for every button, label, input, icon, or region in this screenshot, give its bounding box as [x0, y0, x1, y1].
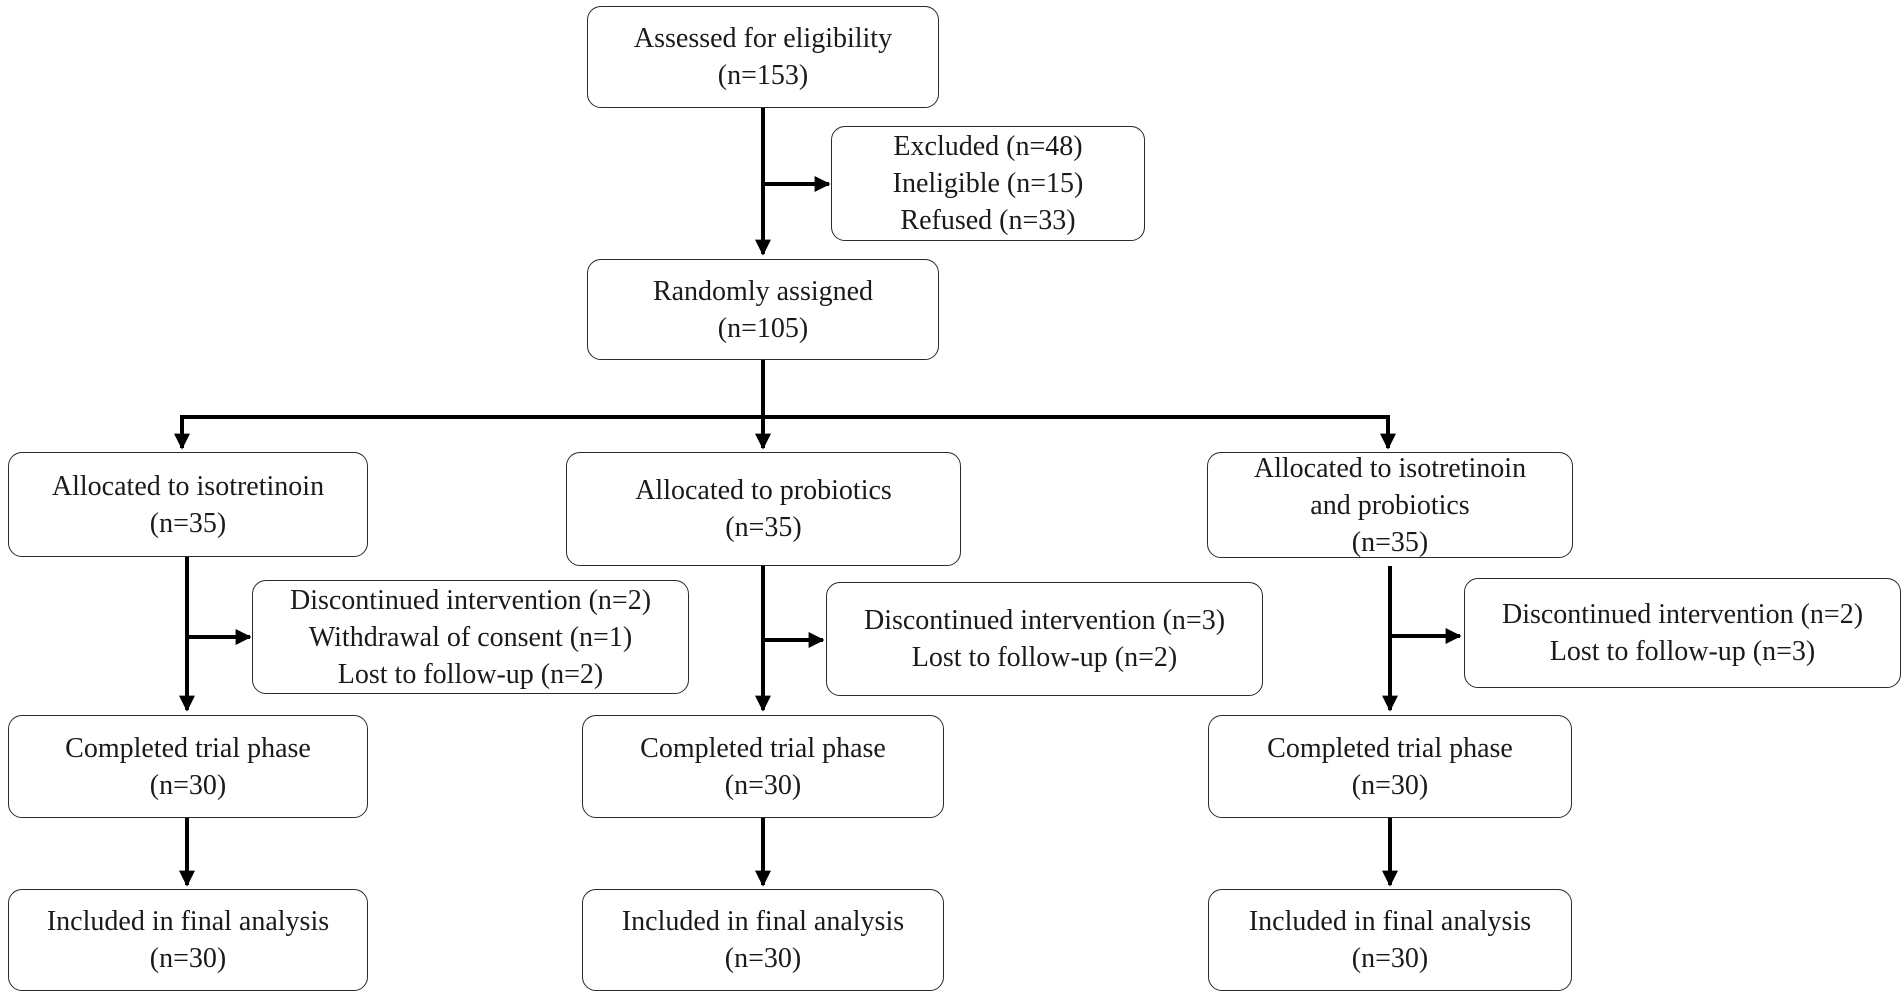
- arm1-discontinued-line: Discontinued intervention (n=2): [289, 584, 652, 616]
- excluded-ineligible: Ineligible (n=15): [892, 168, 1084, 199]
- arm1-analysis-title: Included in final analysis: [46, 906, 330, 937]
- arm2-allocated-label: Allocated to probiotics: [635, 475, 892, 506]
- arm3-lost-line: Lost to follow-up (n=3): [1549, 636, 1816, 667]
- arm1-completed-count: (n=30): [149, 769, 227, 801]
- randomized-count: (n=105): [717, 312, 809, 344]
- arm2-analysis-box: Included in final analysis (n=30): [582, 889, 944, 991]
- arm1-allocated-label: Allocated to isotretinoin: [51, 470, 325, 502]
- arm2-discontinued-box: Discontinued intervention (n=3) Lost to …: [826, 582, 1263, 696]
- arm1-allocated-count: (n=35): [149, 507, 227, 539]
- excluded-box: Excluded (n=48) Ineligible (n=15) Refuse…: [831, 126, 1145, 241]
- arm1-analysis-box: Included in final analysis (n=30): [8, 889, 368, 991]
- arm2-analysis-count: (n=30): [724, 943, 802, 974]
- arm2-completed-box: Completed trial phase (n=30): [582, 715, 944, 818]
- arm3-allocated-box: Allocated to isotretinoin and probiotics…: [1207, 452, 1573, 558]
- arm3-analysis-title: Included in final analysis: [1248, 906, 1532, 937]
- arm2-completed-title: Completed trial phase: [640, 732, 886, 764]
- randomized-box: Randomly assigned (n=105): [587, 259, 939, 360]
- randomized-title: Randomly assigned: [652, 275, 874, 307]
- arm1-lost-line: Lost to follow-up (n=2): [337, 658, 604, 690]
- screening-box: Assessed for eligibility (n=153): [587, 6, 939, 108]
- arm3-analysis-count: (n=30): [1351, 943, 1429, 974]
- arm3-completed-title: Completed trial phase: [1267, 732, 1513, 764]
- arm2-allocated-count: (n=35): [725, 512, 802, 543]
- arm3-allocated-count: (n=35): [1351, 526, 1429, 558]
- arm2-discontinued-line: Discontinued intervention (n=3): [863, 605, 1226, 636]
- arm3-discontinued-line: Discontinued intervention (n=2): [1501, 599, 1864, 630]
- arm1-withdrawal-line: Withdrawal of consent (n=1): [308, 621, 633, 653]
- arm1-completed-title: Completed trial phase: [65, 732, 311, 764]
- arm3-analysis-box: Included in final analysis (n=30): [1208, 889, 1572, 991]
- arm1-allocated-box: Allocated to isotretinoin (n=35): [8, 452, 368, 557]
- arm3-allocated-label-2: and probiotics: [1310, 489, 1470, 521]
- arm3-completed-box: Completed trial phase (n=30): [1208, 715, 1572, 818]
- arm2-lost-line: Lost to follow-up (n=2): [911, 642, 1178, 673]
- arm3-allocated-label: Allocated to isotretinoin: [1253, 452, 1527, 484]
- arm1-discontinued-box: Discontinued intervention (n=2) Withdraw…: [252, 580, 689, 694]
- excluded-total: Excluded (n=48): [893, 131, 1083, 162]
- arm2-completed-count: (n=30): [724, 769, 802, 801]
- arm2-analysis-title: Included in final analysis: [621, 906, 905, 937]
- excluded-refused: Refused (n=33): [900, 205, 1076, 236]
- arm2-allocated-box: Allocated to probiotics (n=35): [566, 452, 961, 566]
- arm1-completed-box: Completed trial phase (n=30): [8, 715, 368, 818]
- screening-count: (n=153): [717, 60, 809, 91]
- screening-title: Assessed for eligibility: [633, 23, 893, 54]
- arm1-analysis-count: (n=30): [149, 943, 227, 974]
- arm3-completed-count: (n=30): [1351, 769, 1429, 801]
- arm3-discontinued-box: Discontinued intervention (n=2) Lost to …: [1464, 578, 1901, 688]
